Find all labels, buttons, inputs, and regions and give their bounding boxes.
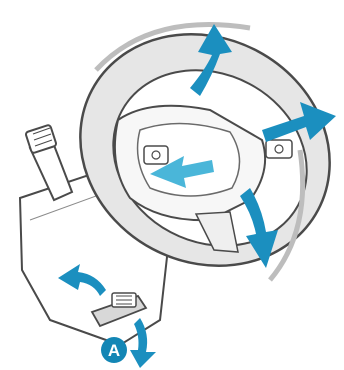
stalk-lever-icon [25,125,72,200]
callout-a: A [101,337,127,363]
callout-a-label: A [108,341,120,360]
